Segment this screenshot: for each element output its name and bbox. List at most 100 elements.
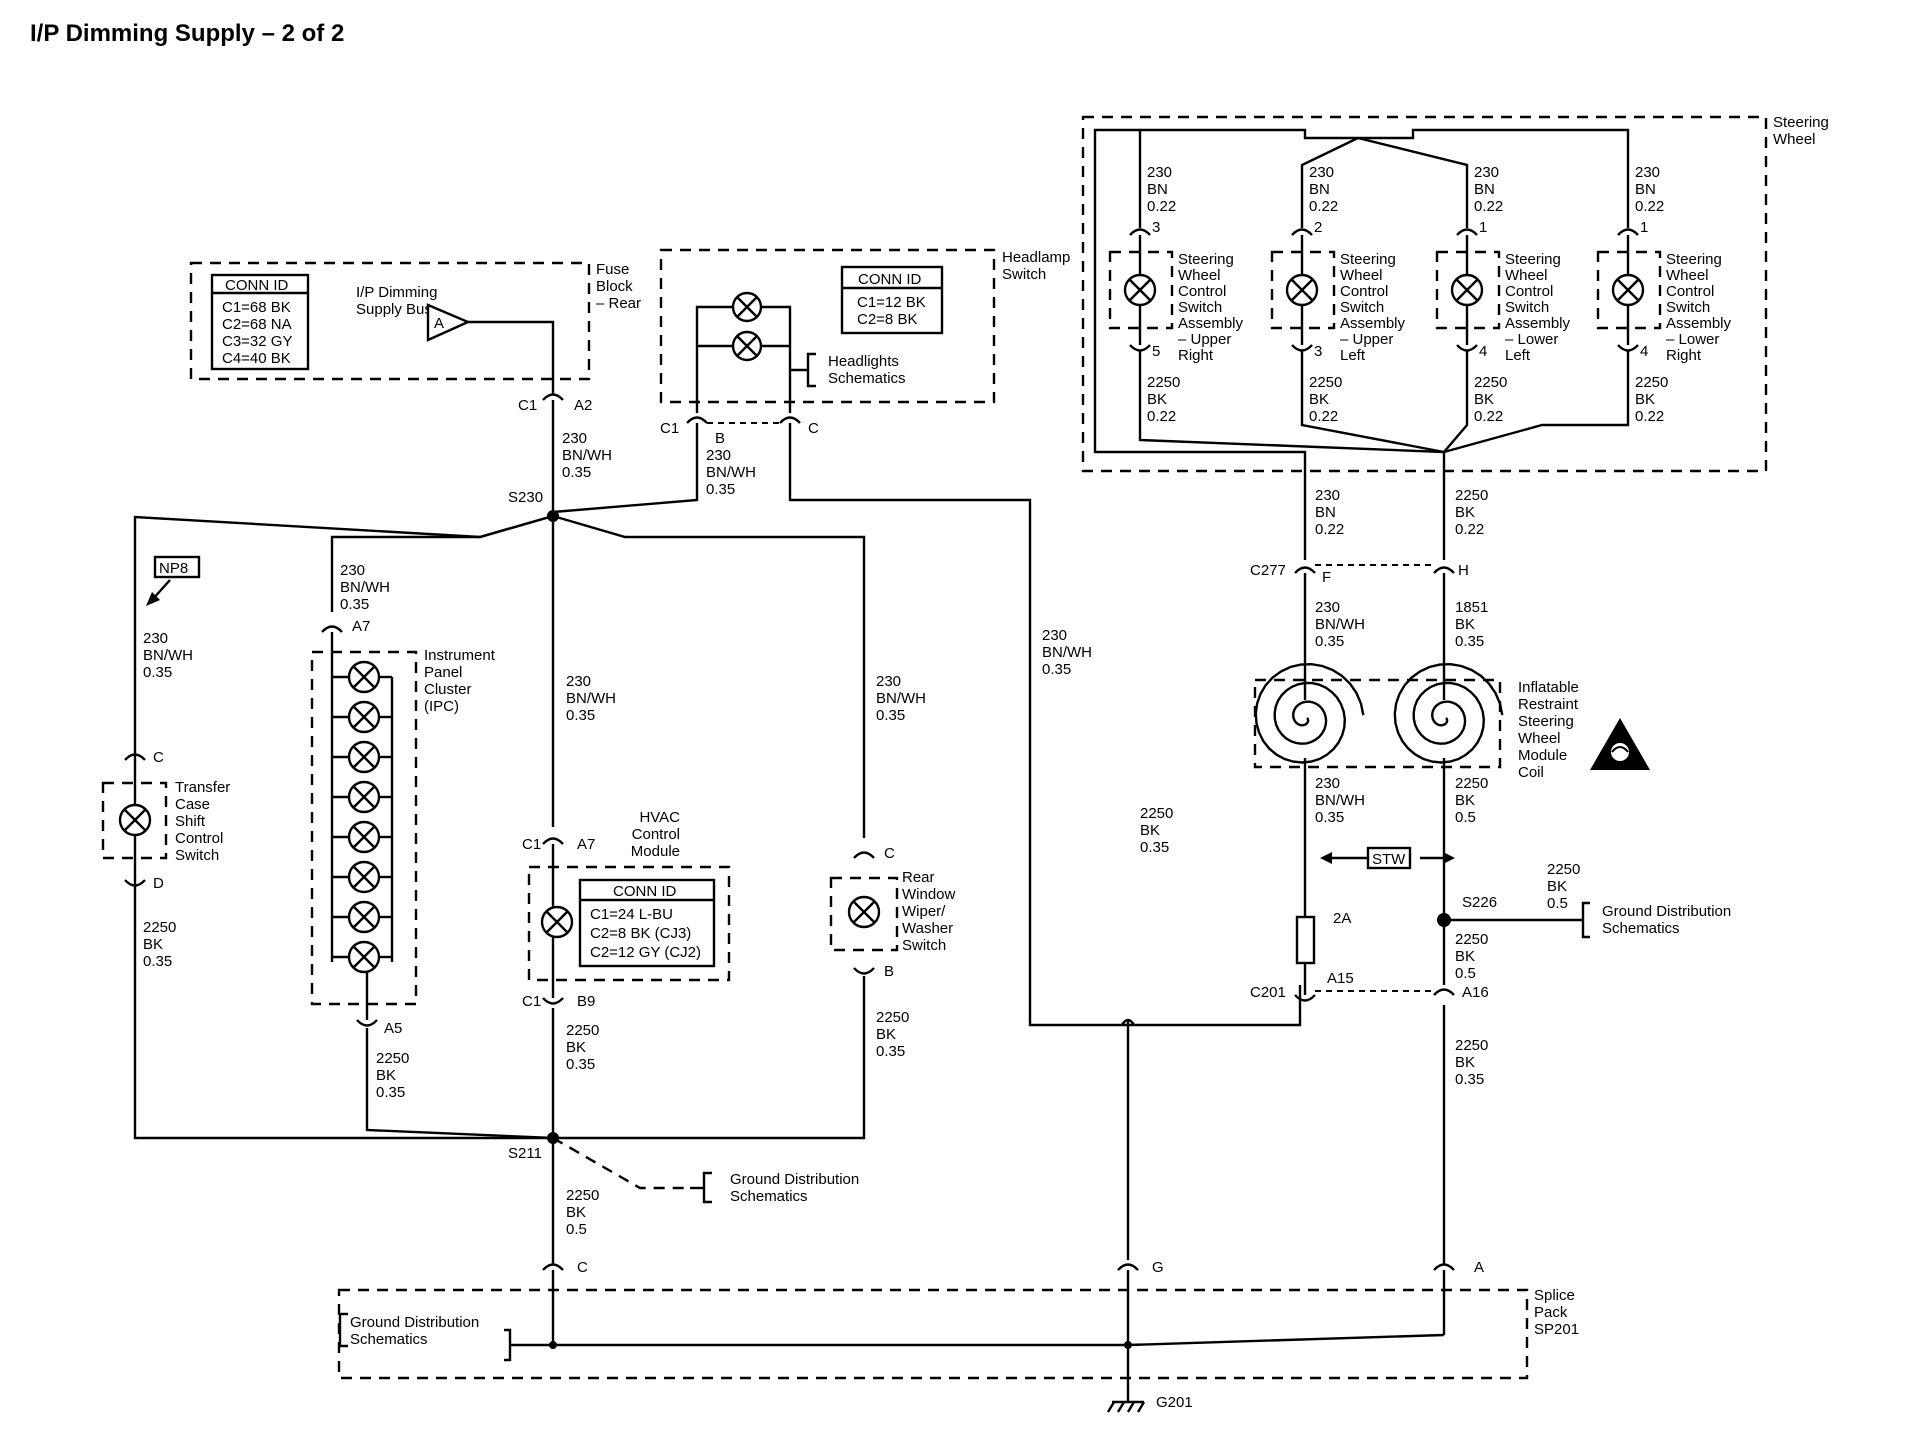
- hvac-conn-header: CONN ID: [613, 883, 677, 900]
- wire-label: 2250: [1147, 374, 1180, 391]
- fuse-block-rear: CONN ID C1=68 BK C2=68 NA C3=32 GY C4=40…: [189, 261, 641, 414]
- sp-pin-g: G: [1152, 1259, 1164, 1276]
- sp-pin-c: C: [577, 1259, 588, 1276]
- lamp-icon: [332, 900, 392, 934]
- ground-icon: [1106, 1400, 1146, 1413]
- wire-label: 0.22: [1147, 198, 1176, 215]
- connector-arc: [542, 393, 564, 401]
- wire-label: 0.22: [1635, 408, 1664, 425]
- wire-label: 2250: [1635, 374, 1668, 391]
- wire-label: BK: [1635, 391, 1655, 408]
- ground-g201-label: G201: [1156, 1394, 1193, 1411]
- lamp-icon: [332, 820, 392, 854]
- wire-label: 0.22: [1147, 408, 1176, 425]
- lamp-icon: [332, 860, 392, 894]
- fuse-2a-label: 2A: [1333, 910, 1351, 927]
- hl-conn-header: CONN ID: [858, 271, 922, 288]
- lamp-icon: [332, 780, 392, 814]
- splice-s230-label: S230: [508, 489, 543, 506]
- wire-label: 0.22: [1474, 408, 1503, 425]
- rw-pin-c: C: [884, 845, 895, 862]
- wire-label: 2250: [1474, 374, 1507, 391]
- fuse-conn-3: C3=32 GY: [222, 333, 292, 350]
- coil-spiral: [1254, 662, 1365, 764]
- sp-pin-a: A: [1474, 1259, 1484, 1276]
- wire-label: BN: [1635, 181, 1656, 198]
- c277-pin-f: F: [1322, 569, 1331, 586]
- wire-label: BK: [1309, 391, 1329, 408]
- c277-pin-h: H: [1458, 562, 1469, 579]
- switch-pin-top: 1: [1640, 219, 1648, 236]
- connector-c277: C277 F H: [1250, 562, 1469, 586]
- wire-label: BN: [1309, 181, 1330, 198]
- fuse-pin: A2: [574, 397, 592, 414]
- steering-switch: [1270, 228, 1336, 352]
- c201-pin-a15: A15: [1327, 970, 1354, 987]
- lamp-icon: [332, 660, 392, 694]
- fuse-conn-1: C1=68 BK: [222, 299, 291, 316]
- hl-pin-c: C: [808, 420, 819, 437]
- lamp-icon: [332, 740, 392, 774]
- switch-pin-top: 1: [1479, 219, 1487, 236]
- switch-pin-bottom: 5: [1152, 343, 1160, 360]
- switch-pin-bottom: 3: [1314, 343, 1322, 360]
- bus-triangle: [426, 303, 471, 342]
- hvac-conn-3: C2=12 GY (CJ2): [590, 944, 701, 961]
- wire-label: BK: [1147, 391, 1167, 408]
- hl-conn-2: C2=8 BK: [857, 311, 917, 328]
- coil-spiral: [1393, 662, 1504, 764]
- steering-switch: [1596, 228, 1662, 352]
- wire-label: 0.22: [1309, 198, 1338, 215]
- wire-label: 230: [1635, 164, 1660, 181]
- hvac-pin-a7: A7: [577, 836, 595, 853]
- wire-label: 230: [1309, 164, 1334, 181]
- wire-label: 0.22: [1474, 198, 1503, 215]
- switch-pin-bottom: 4: [1640, 343, 1648, 360]
- hvac-pin-c1-bottom: C1: [522, 993, 541, 1010]
- ipc-pin-a7: A7: [352, 618, 370, 635]
- np8-label: NP8: [159, 560, 188, 577]
- switch-pin-top: 2: [1314, 219, 1322, 236]
- rw-pin-b: B: [884, 963, 894, 980]
- tc-pin-c: C: [153, 749, 164, 766]
- hl-pin-c1: C1: [660, 420, 679, 437]
- diagram-title: I/P Dimming Supply – 2 of 2: [30, 20, 345, 47]
- c201-pin-a16: A16: [1462, 984, 1489, 1001]
- hvac-pin-c1-top: C1: [522, 836, 541, 853]
- stw-label: STW: [1372, 851, 1406, 868]
- wire-label: 2250: [1309, 374, 1342, 391]
- hvac-conn-1: C1=24 L-BU: [590, 906, 673, 923]
